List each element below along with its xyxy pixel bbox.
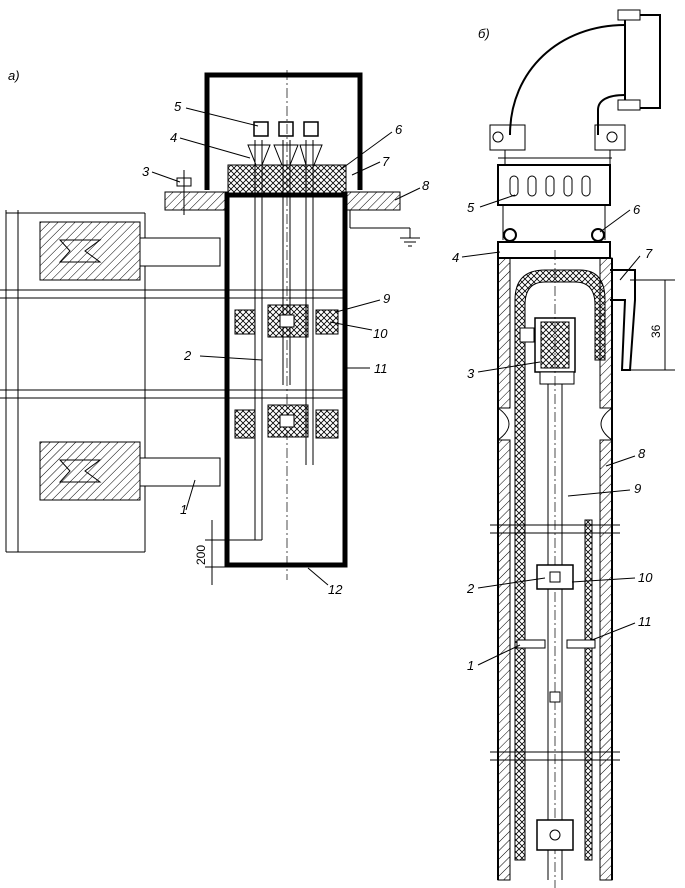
- bottom-coupling: [536, 819, 574, 851]
- callout-a-11: 11: [374, 361, 388, 376]
- leaders-a: [151, 107, 421, 586]
- callout-a-6: 6: [395, 122, 403, 137]
- callout-b-3: 3: [467, 366, 475, 381]
- clamp-lower: [234, 404, 339, 439]
- leaders-b: [461, 194, 641, 666]
- terminal-block: [519, 317, 576, 385]
- callout-a-7: 7: [382, 154, 390, 169]
- insulator-upper: [39, 221, 221, 281]
- callout-a-1: 1: [180, 502, 187, 517]
- dimension-36-label: 36: [649, 324, 663, 338]
- bolt: [176, 170, 192, 215]
- terminals: [247, 121, 323, 166]
- cable-gland: [497, 164, 611, 240]
- callout-a-12: 12: [328, 582, 343, 597]
- elbow-pipe: [509, 9, 661, 136]
- callout-b-8: 8: [638, 446, 646, 461]
- callout-b-4: 4: [452, 250, 459, 265]
- pins: [516, 639, 596, 703]
- bolts: [503, 228, 605, 242]
- callout-a-9: 9: [383, 291, 390, 306]
- dimension-200-label: 200: [194, 545, 208, 565]
- callout-b-2: 2: [466, 581, 475, 596]
- clamp-upper: [234, 304, 339, 338]
- dimension-200: 200: [194, 520, 225, 585]
- callout-b-7: 7: [645, 246, 653, 261]
- panel-b: б): [452, 9, 675, 888]
- callout-a-4: 4: [170, 130, 177, 145]
- callout-b-9: 9: [634, 481, 641, 496]
- dimension-36: 36: [630, 279, 675, 371]
- panel-a: а): [0, 68, 430, 597]
- mounting-lugs: [489, 124, 626, 165]
- spacer-plates: [228, 289, 345, 399]
- callout-b-10: 10: [638, 570, 653, 585]
- head-plate: [497, 241, 611, 259]
- callout-a-2: 2: [183, 348, 192, 363]
- panel-b-title: б): [478, 26, 490, 41]
- callout-a-3: 3: [142, 164, 150, 179]
- flange: [164, 191, 420, 247]
- wall-structure: [0, 210, 230, 553]
- housing-sleeve: [224, 192, 348, 568]
- break-lines: [490, 524, 620, 761]
- callout-a-8: 8: [422, 178, 430, 193]
- housing-top: [204, 72, 363, 190]
- callout-b-5: 5: [467, 200, 475, 215]
- panel-a-title: а): [8, 68, 20, 83]
- side-bracket: [610, 269, 636, 371]
- callout-b-1: 1: [467, 658, 474, 673]
- callout-b-6: 6: [633, 202, 641, 217]
- rod-clamp: [536, 564, 574, 590]
- callout-a-5: 5: [174, 99, 182, 114]
- callout-a-10: 10: [373, 326, 388, 341]
- callout-b-11: 11: [638, 614, 652, 629]
- insulator-lower: [39, 441, 221, 501]
